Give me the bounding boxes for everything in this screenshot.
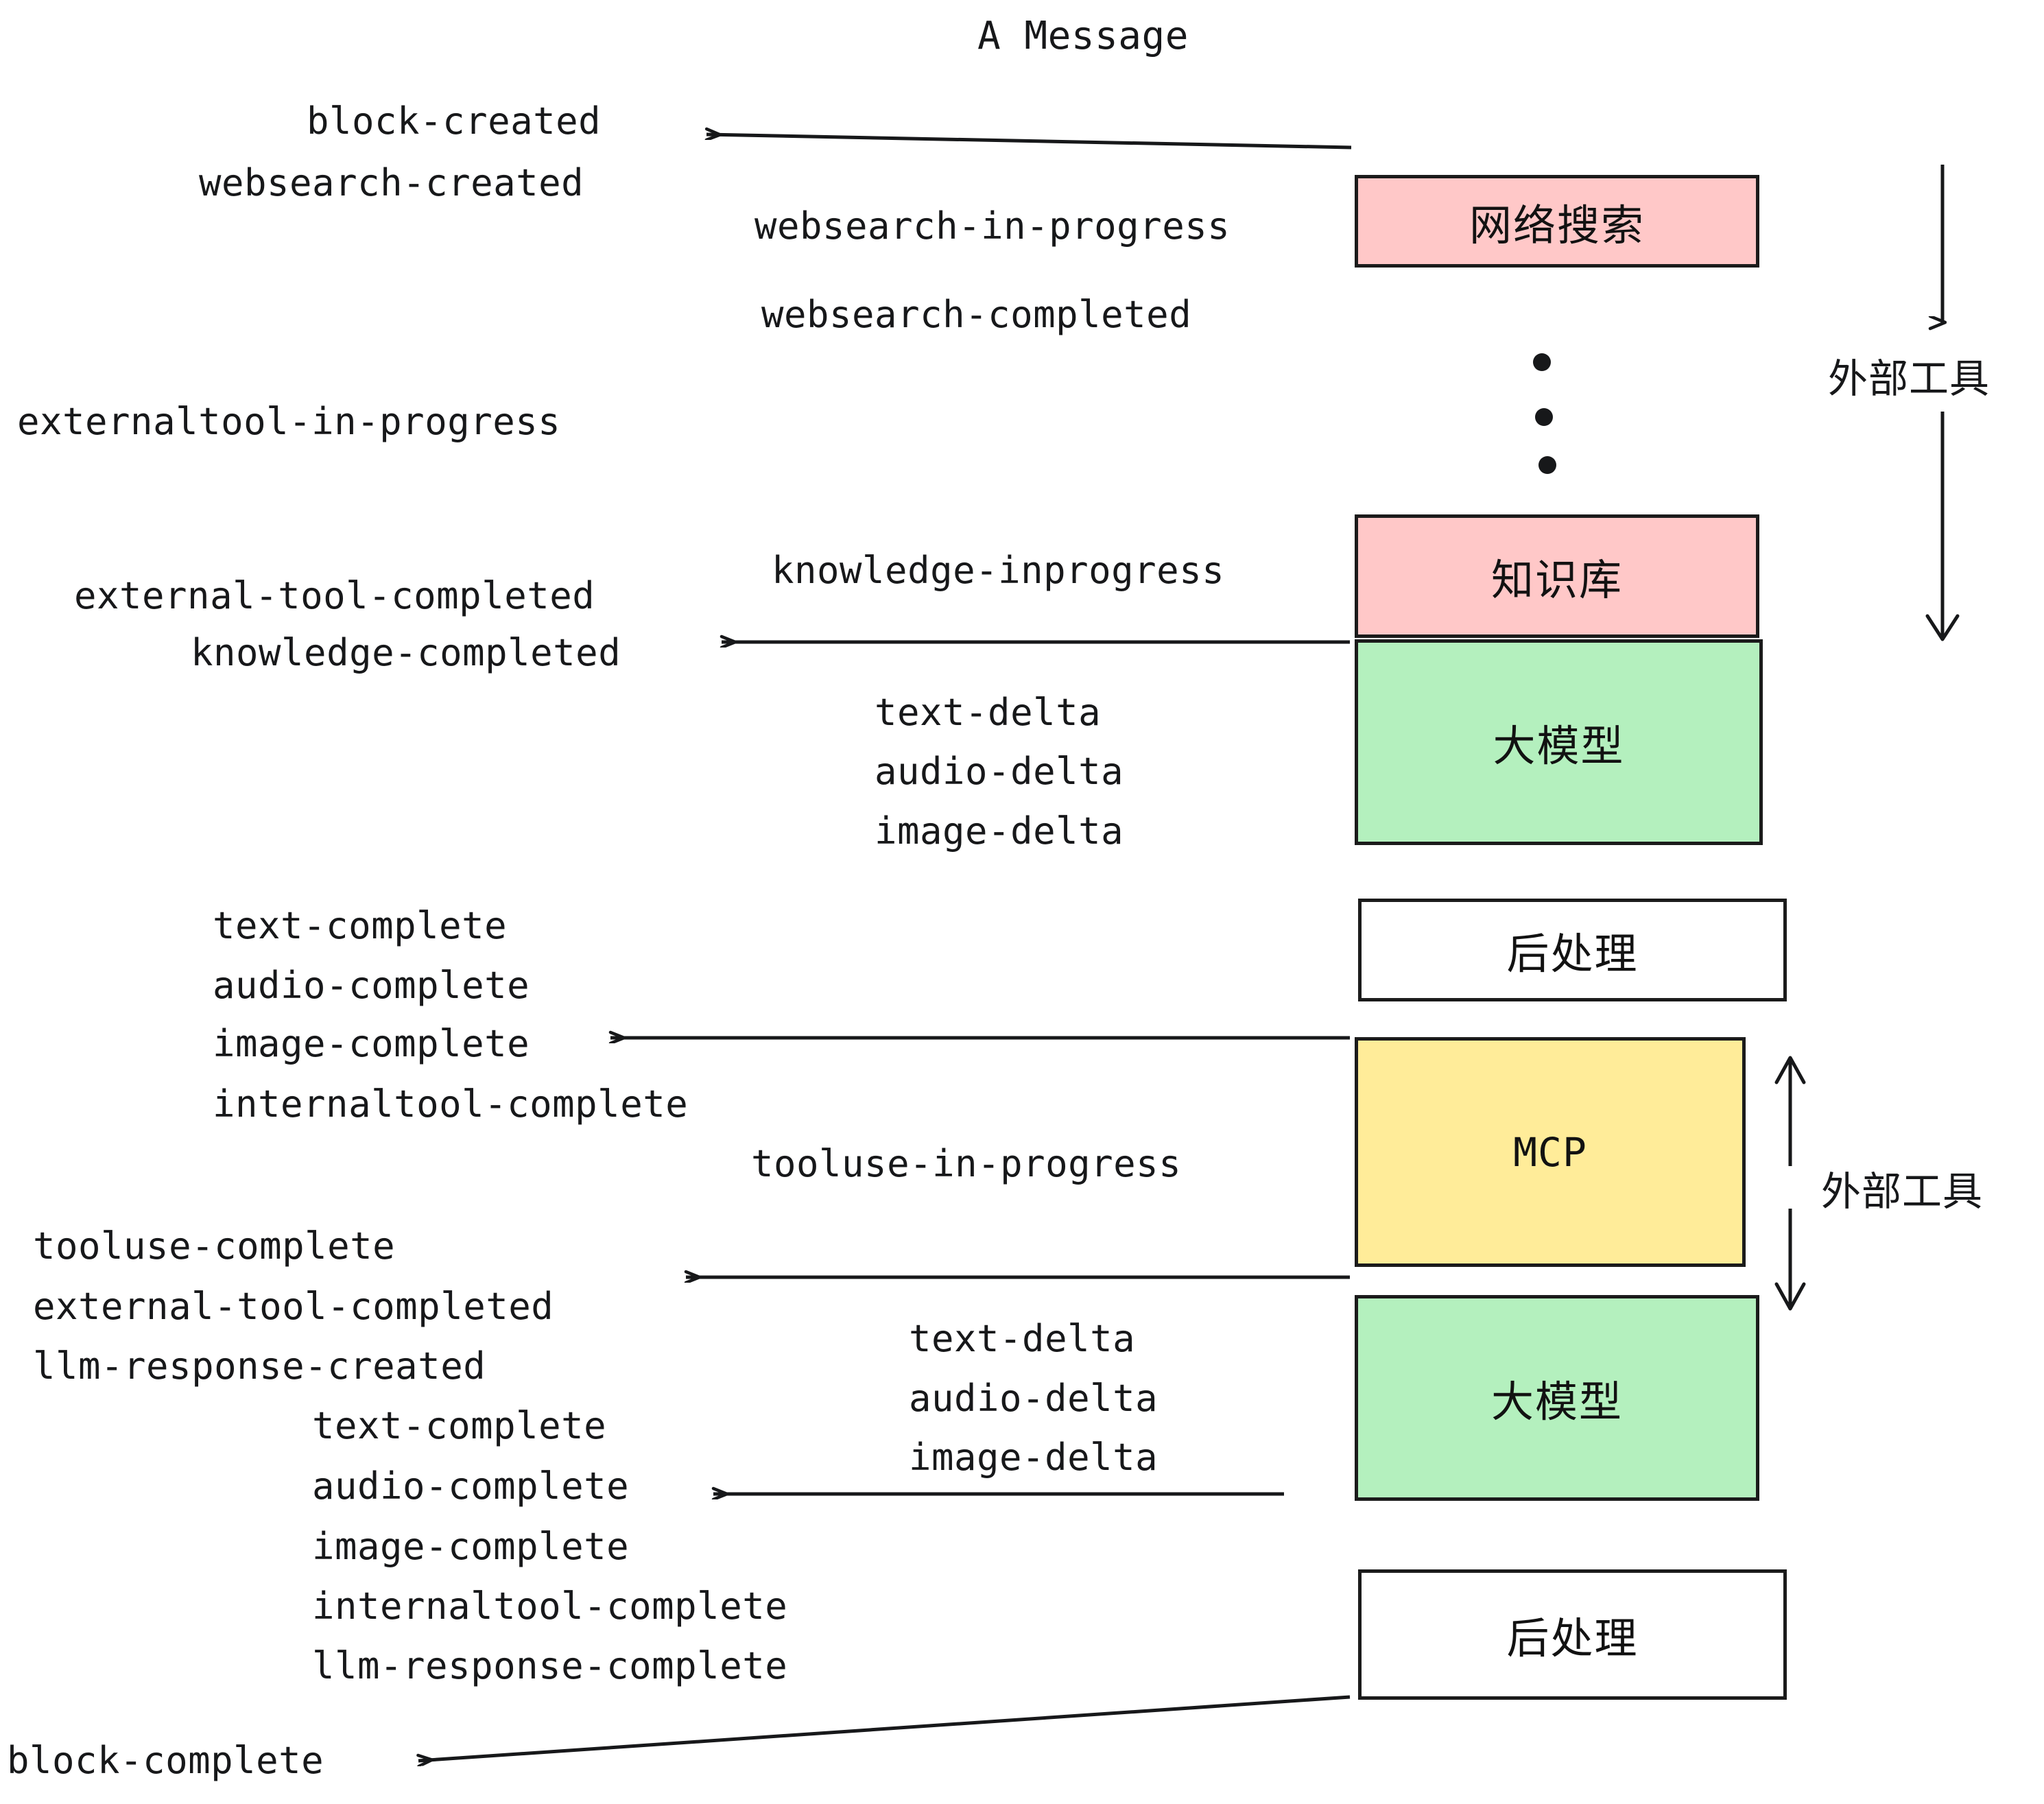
- event-block-complete: block-complete: [7, 1739, 324, 1782]
- box-knowledge-label: 知识库: [1490, 555, 1623, 605]
- event-image-complete-2: image-complete: [312, 1525, 630, 1568]
- box-websearch-label: 网络搜索: [1469, 200, 1645, 250]
- box-llm-bottom[interactable]: 大模型: [1355, 1295, 1759, 1501]
- box-llm-bottom-label: 大模型: [1490, 1377, 1623, 1427]
- event-websearch-completed: websearch-completed: [761, 293, 1192, 336]
- event-knowledge-inprogress: knowledge-inprogress: [772, 549, 1225, 592]
- box-mcp-label: MCP: [1513, 1128, 1587, 1176]
- event-image-complete-1: image-complete: [213, 1022, 530, 1065]
- box-post-processing-bottom-label: 后处理: [1506, 1613, 1639, 1663]
- event-websearch-created: websearch-created: [199, 161, 584, 204]
- box-llm-top[interactable]: 大模型: [1355, 639, 1763, 845]
- ellipsis-dot-3: [1538, 456, 1556, 474]
- arrow-websearch-created: [706, 134, 1352, 150]
- event-llm-response-created: llm-response-created: [33, 1344, 486, 1388]
- ellipsis-dot-1: [1533, 353, 1551, 371]
- event-text-delta-2: text-delta: [909, 1317, 1136, 1360]
- event-websearch-in-progress: websearch-in-progress: [754, 204, 1231, 248]
- event-block-created: block-created: [307, 99, 602, 143]
- event-externaltool-in-progress: externaltool-in-progress: [17, 400, 561, 443]
- event-llm-response-complete: llm-response-complete: [312, 1644, 788, 1687]
- box-post-processing-bottom[interactable]: 后处理: [1358, 1569, 1787, 1700]
- box-llm-top-label: 大模型: [1493, 721, 1625, 771]
- box-knowledge[interactable]: 知识库: [1355, 514, 1759, 638]
- side-label-external-tool-top: 外部工具: [1828, 355, 1990, 402]
- event-text-complete-2: text-complete: [312, 1404, 607, 1447]
- box-post-processing-top[interactable]: 后处理: [1358, 899, 1787, 1001]
- side-label-external-tool-bottom: 外部工具: [1821, 1168, 1984, 1215]
- page-title: A Message: [977, 14, 1189, 58]
- event-image-delta-1: image-delta: [875, 809, 1124, 853]
- event-knowledge-completed: knowledge-completed: [191, 631, 621, 674]
- ellipsis-dot-2: [1535, 408, 1553, 426]
- event-audio-delta-2: audio-delta: [909, 1377, 1158, 1420]
- event-image-delta-2: image-delta: [909, 1436, 1158, 1479]
- event-external-tool-completed-2: external-tool-completed: [33, 1285, 554, 1328]
- event-tooluse-complete: tooluse-complete: [33, 1224, 396, 1268]
- arrow-block-complete: [418, 1695, 1351, 1761]
- event-internaltool-complete-1: internaltool-complete: [213, 1082, 689, 1126]
- event-audio-complete-2: audio-complete: [312, 1464, 630, 1508]
- event-internaltool-complete-2: internaltool-complete: [312, 1585, 788, 1628]
- event-external-tool-completed-1: external-tool-completed: [74, 574, 595, 617]
- event-audio-delta-1: audio-delta: [875, 750, 1124, 793]
- box-websearch[interactable]: 网络搜索: [1355, 175, 1759, 268]
- box-post-processing-top-label: 后处理: [1506, 929, 1639, 979]
- box-mcp[interactable]: MCP: [1355, 1037, 1746, 1267]
- event-text-delta-1: text-delta: [875, 691, 1102, 734]
- event-text-complete-1: text-complete: [213, 904, 508, 947]
- event-tooluse-in-progress: tooluse-in-progress: [751, 1142, 1182, 1185]
- event-audio-complete-1: audio-complete: [213, 964, 530, 1007]
